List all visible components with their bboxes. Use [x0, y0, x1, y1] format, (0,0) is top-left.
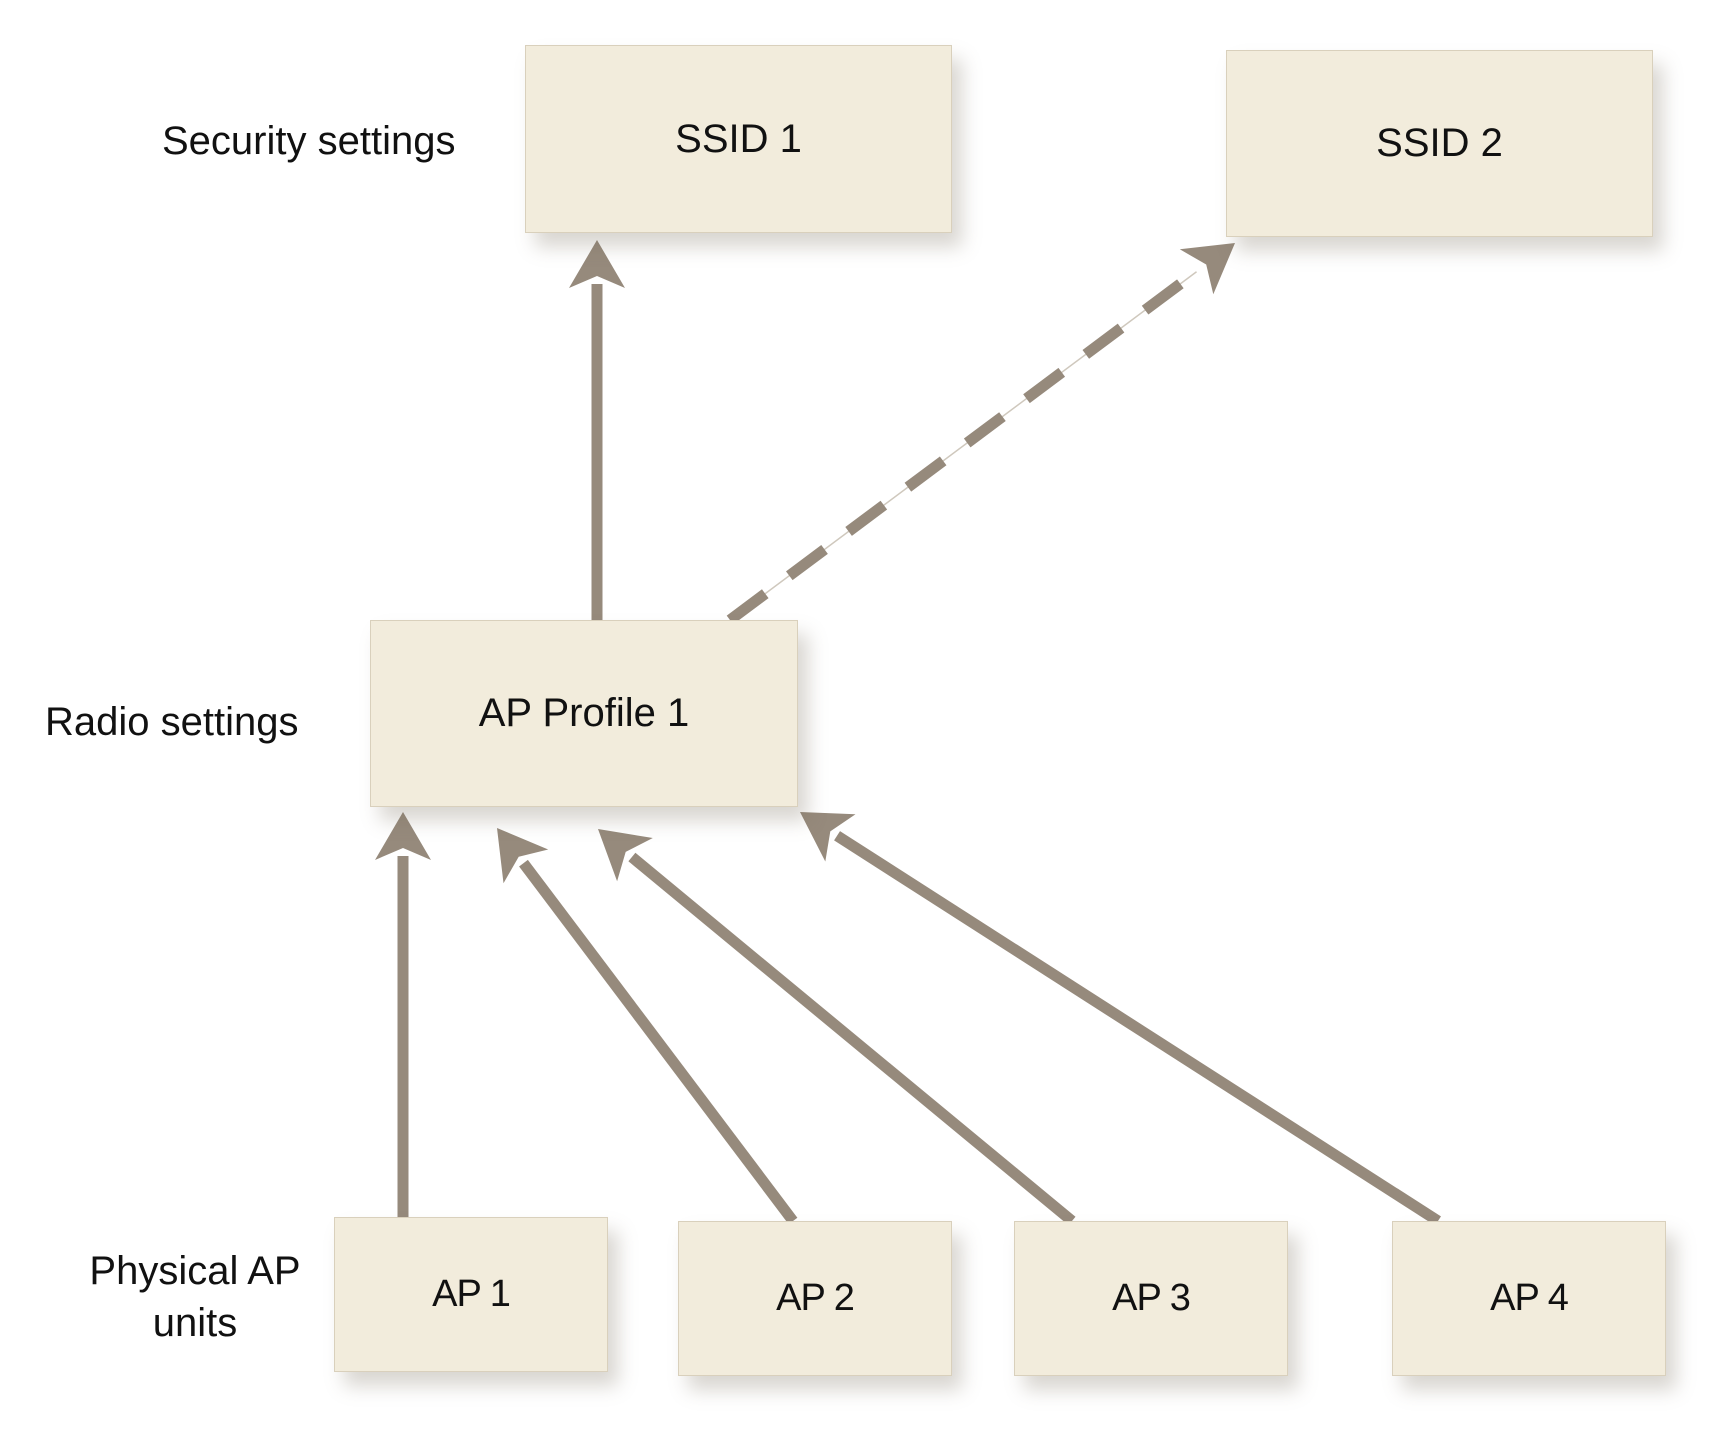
ap-3-box: AP 3 [1014, 1221, 1288, 1376]
edge-profile-ssid2-line [726, 264, 1204, 625]
ap-profile-1-box: AP Profile 1 [370, 620, 798, 807]
ap-2-box: AP 2 [678, 1221, 952, 1376]
edge-ap2-profile-line [519, 859, 798, 1225]
ssid-1-box: SSID 1 [525, 45, 952, 233]
edge-ap2-profile-arrowhead [497, 828, 549, 884]
tier-label-radio: Radio settings [45, 700, 299, 744]
ssid-2-box: SSID 2 [1226, 50, 1653, 237]
edge-ap4-profile-arrowhead [800, 812, 856, 862]
tier-label-security: Security settings [162, 119, 456, 163]
edge-ap3-profile-line [628, 852, 1076, 1226]
edge-ap1-profile-arrowhead [375, 812, 431, 860]
edge-ap4-profile-line [834, 831, 1441, 1226]
ap-4-box: AP 4 [1392, 1221, 1666, 1376]
edge-profile-ssid2-arrowhead [1179, 243, 1235, 295]
tier-label-physical: Physical AP units [89, 1249, 301, 1345]
ap-1-box: AP 1 [334, 1217, 608, 1372]
edge-group [375, 240, 1441, 1226]
edge-profile-ssid1-arrowhead [569, 240, 625, 288]
edge-ap3-profile-arrowhead [598, 829, 653, 882]
